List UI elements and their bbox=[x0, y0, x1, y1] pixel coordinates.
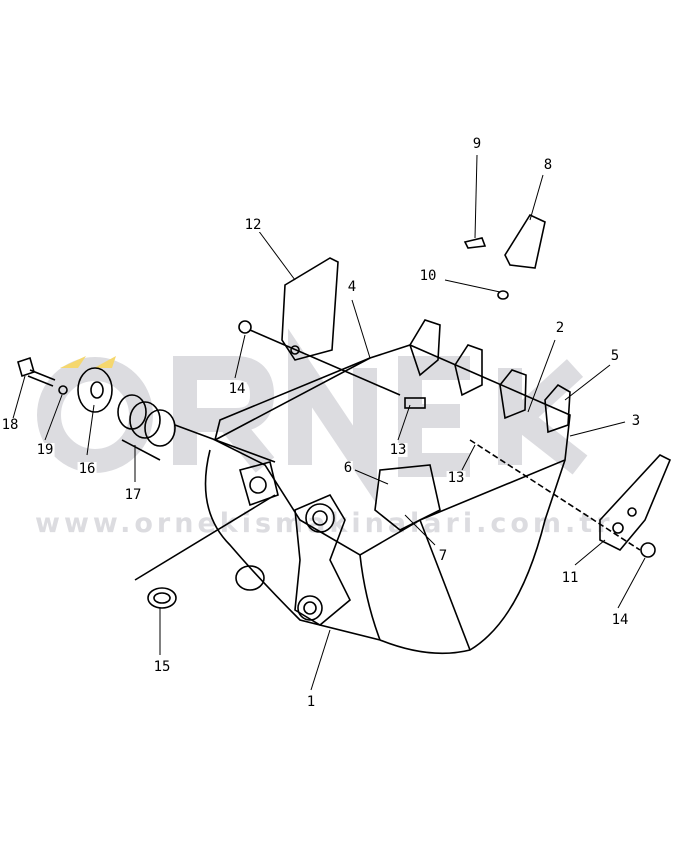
callout-14a: 14 bbox=[227, 381, 247, 397]
callout-8: 8 bbox=[542, 157, 554, 173]
callout-5: 5 bbox=[609, 348, 621, 364]
side-cutter-11 bbox=[599, 454, 672, 551]
bucket-body bbox=[213, 344, 571, 556]
callout-2: 2 bbox=[554, 320, 566, 336]
callout-1: 1 bbox=[305, 694, 317, 710]
boss bbox=[239, 461, 279, 507]
callout-17: 17 bbox=[123, 487, 143, 503]
callout-10: 10 bbox=[418, 268, 438, 284]
callout-9: 9 bbox=[471, 136, 483, 152]
callout-19: 19 bbox=[35, 442, 55, 458]
side-plate bbox=[294, 493, 351, 626]
callout-3: 3 bbox=[630, 413, 642, 429]
callout-12: 12 bbox=[243, 217, 263, 233]
side-cutter-12 bbox=[281, 257, 339, 361]
callout-6: 6 bbox=[342, 460, 354, 476]
callout-15: 15 bbox=[152, 659, 172, 675]
callout-4: 4 bbox=[346, 279, 358, 295]
callout-11: 11 bbox=[560, 570, 580, 586]
callout-13b: 13 bbox=[446, 470, 466, 486]
callout-14b: 14 bbox=[610, 612, 630, 628]
callout-16: 16 bbox=[77, 461, 97, 477]
callout-7: 7 bbox=[437, 548, 449, 564]
tooth-8 bbox=[504, 213, 546, 269]
tooth-adapters bbox=[409, 319, 571, 434]
callout-13a: 13 bbox=[388, 442, 408, 458]
callout-18: 18 bbox=[0, 417, 20, 433]
